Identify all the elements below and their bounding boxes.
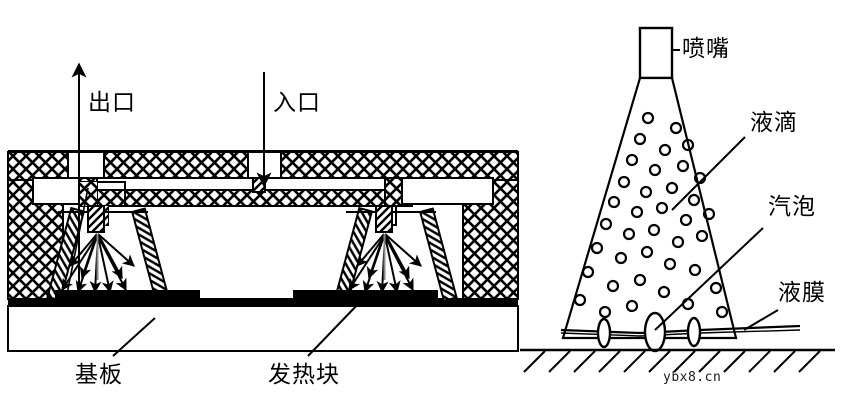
heater-leader-line	[307, 301, 361, 357]
spray-cone	[561, 76, 738, 340]
left-diagram-group	[7, 62, 519, 357]
chamber-inner-detail-line	[65, 187, 89, 300]
label-droplet: 液滴	[750, 110, 798, 136]
heater-block-right	[293, 290, 438, 307]
nozzle-assembly-left	[46, 181, 170, 303]
nozzle-assembly-right	[334, 177, 458, 303]
droplet-leader-line	[671, 136, 746, 211]
droplet-cluster	[573, 111, 729, 319]
label-outlet: 出口	[88, 90, 136, 116]
heated-surface	[520, 348, 835, 373]
substrate-body	[7, 305, 519, 352]
label-nozzle: 喷嘴	[682, 36, 730, 62]
bubble-leader-line	[654, 227, 764, 331]
label-liquid-film: 液膜	[778, 280, 826, 306]
substrate-leader-line	[112, 317, 156, 357]
nozzle-body	[638, 26, 674, 80]
label-substrate: 基板	[75, 362, 123, 388]
label-inlet: 入口	[273, 90, 321, 116]
film-leader-line	[743, 309, 779, 331]
label-heater-block: 发热块	[268, 362, 340, 388]
heater-block-left	[55, 290, 200, 307]
right-diagram-group	[520, 26, 835, 373]
substrate-top-layer	[8, 298, 518, 307]
watermark-text: ybx8.cn	[663, 370, 722, 385]
label-bubble: 汽泡	[768, 194, 816, 220]
